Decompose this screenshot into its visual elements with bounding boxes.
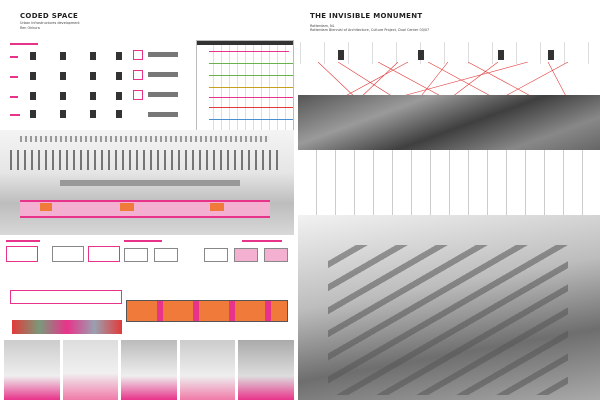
right-board-location: Rotterdam, NL (310, 24, 335, 28)
axonometric-render (0, 130, 294, 235)
left-board-subtitle: Urban infrastructures development (20, 21, 80, 25)
right-board-context: Rotterdam Biennial of Architecture, Cult… (310, 28, 430, 32)
connection-lines (317, 62, 569, 101)
right-board-invisible-monument: THE INVISIBLE MONUMENT Rotterdam, NL Rot… (298, 0, 600, 400)
left-board-coded-space: CODED SPACE Urban infrastructures develo… (0, 0, 294, 400)
left-board-author: Ren Ohkura (20, 26, 40, 30)
right-board-title: THE INVISIBLE MONUMENT (310, 12, 423, 20)
left-board-title: CODED SPACE (20, 12, 79, 20)
interior-render-strip (4, 340, 294, 400)
activity-icons-matrix (8, 40, 193, 128)
program-diagram-panel (4, 238, 122, 338)
schedule-chart (196, 40, 294, 132)
aerial-photo (298, 95, 600, 150)
sketch-sequence-row (298, 42, 600, 64)
aerial-render (298, 215, 600, 400)
site-plan-drawing (298, 150, 600, 215)
plan-diagram-panel (122, 238, 294, 338)
